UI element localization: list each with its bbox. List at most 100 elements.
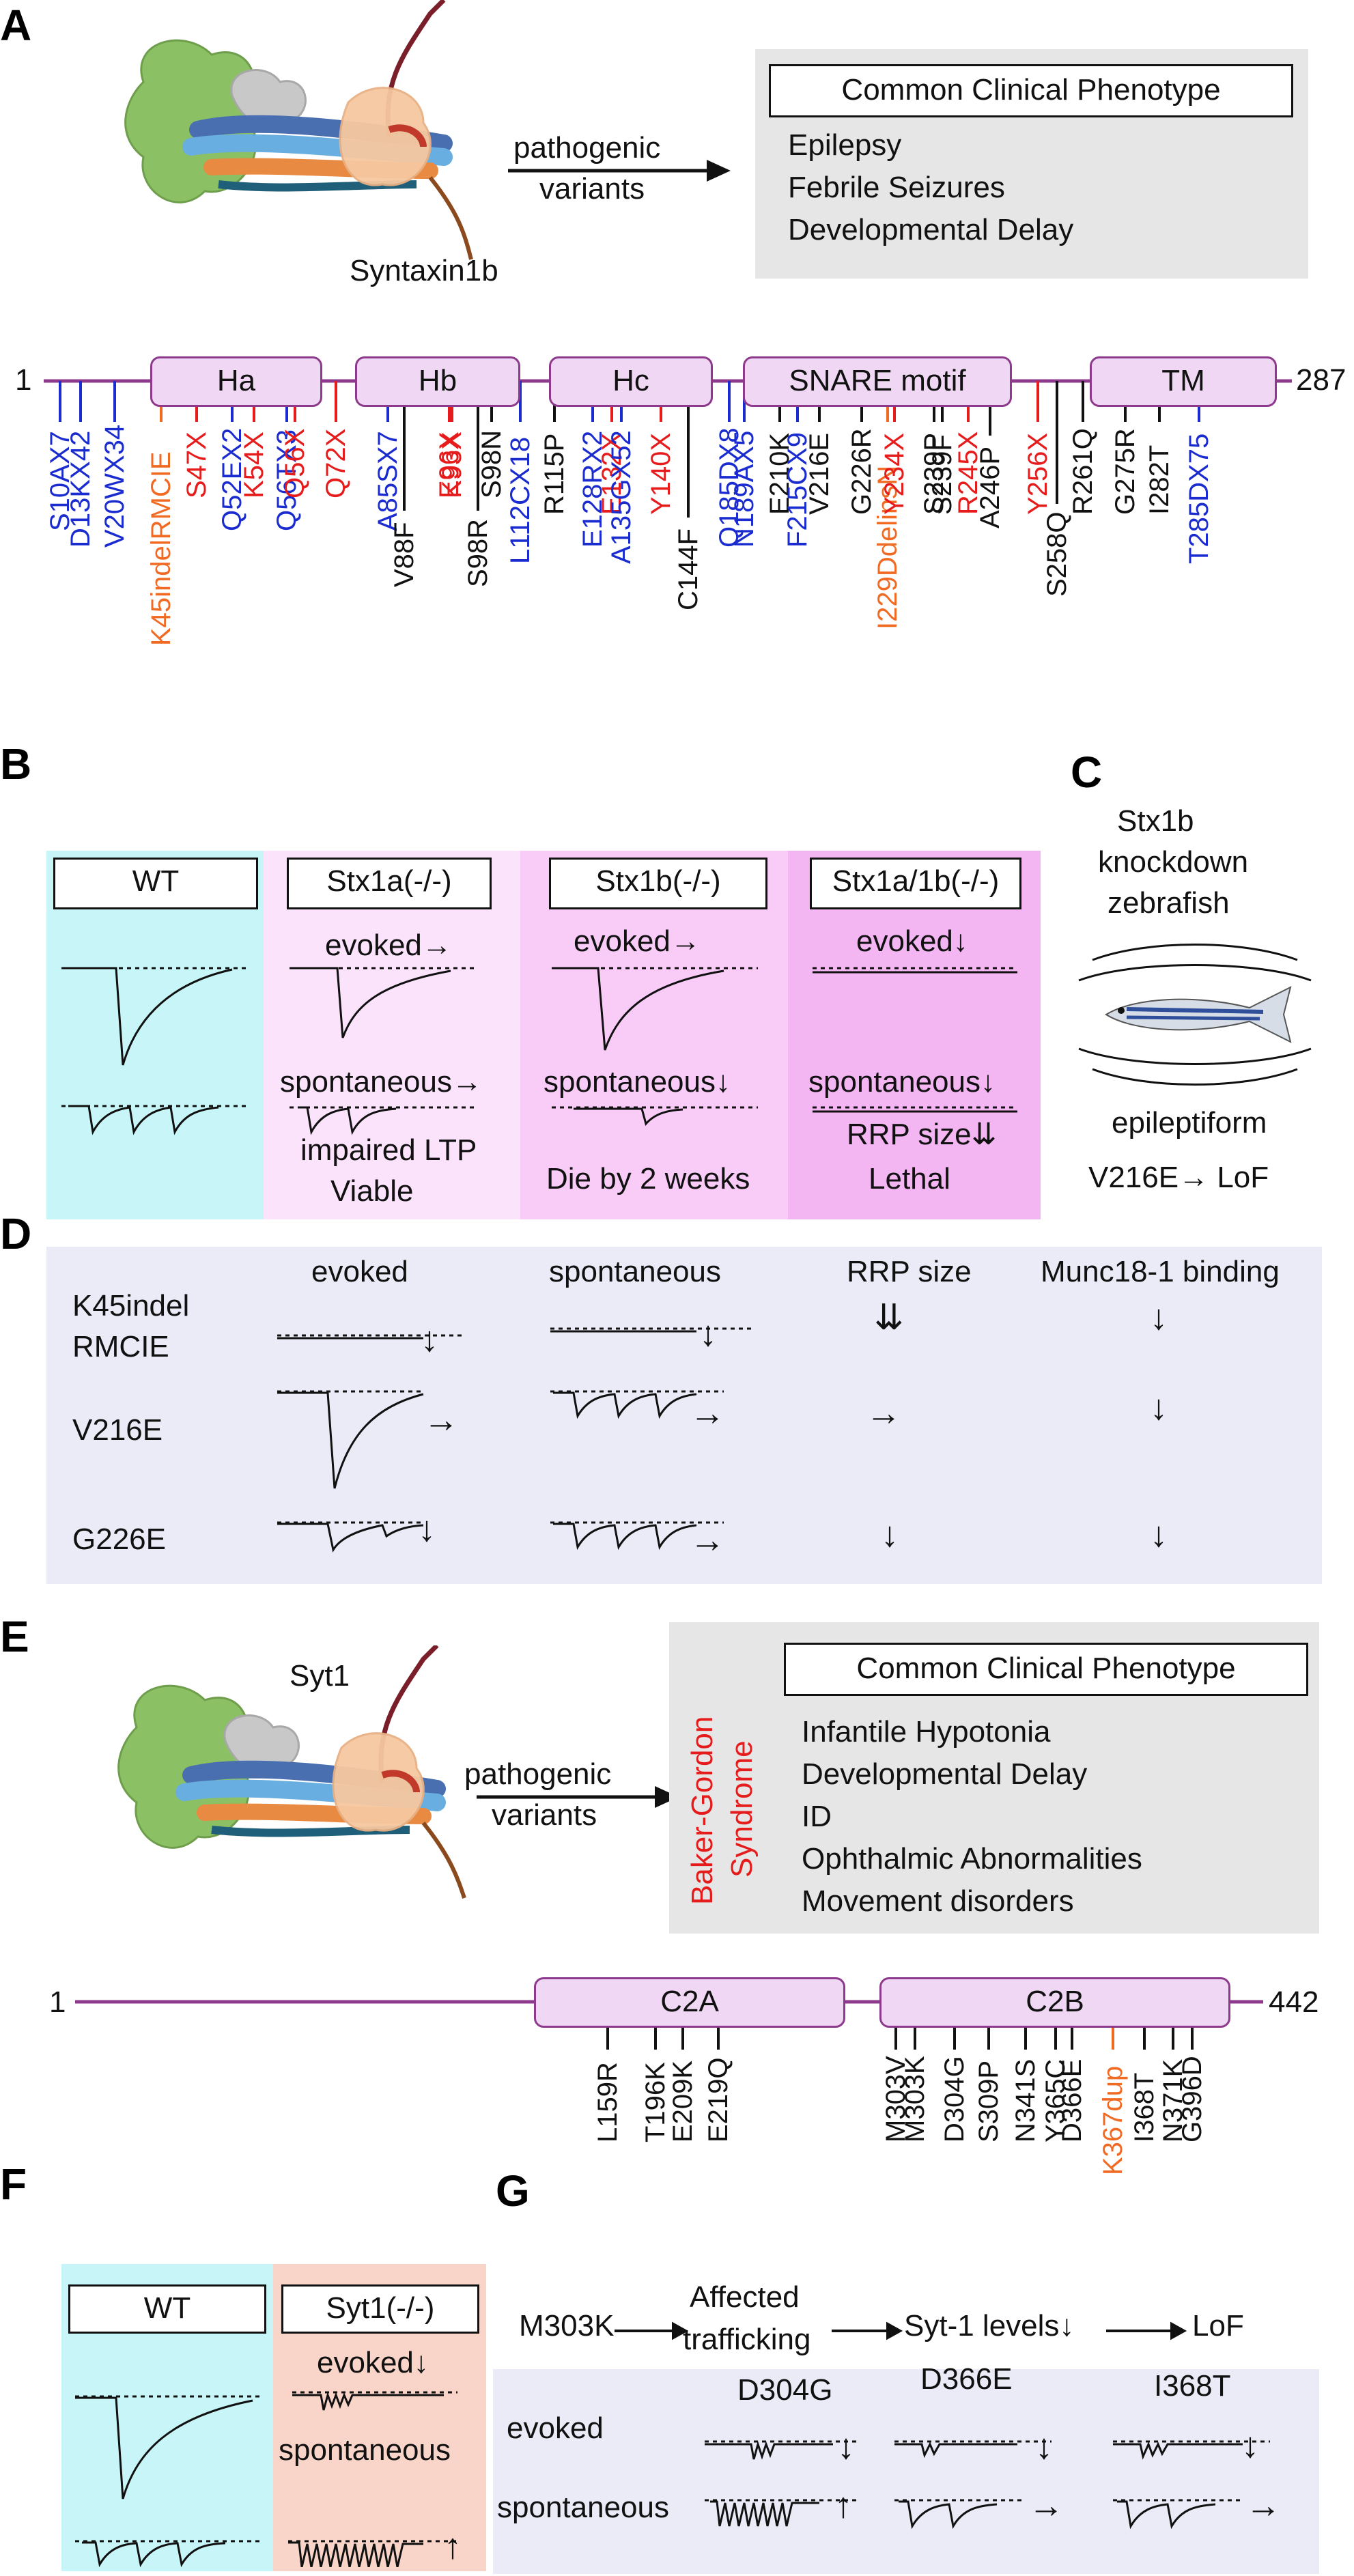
stx1ab-evoked: evoked↓	[856, 924, 968, 958]
variant-label: A135GX52	[606, 430, 636, 564]
e-arrow-label-pathogenic: pathogenic	[464, 1757, 612, 1791]
strain-label-stx1ab: Stx1a/1b(-/-)	[810, 858, 1021, 909]
row-label-k45: K45indel	[72, 1289, 190, 1322]
zebrafish-line1: Stx1b	[1117, 804, 1194, 838]
variant-label: S239F	[927, 434, 957, 515]
variant-label: G226R	[847, 428, 877, 515]
d-v216e-rrp-arrow: →	[866, 1393, 901, 1433]
variant-label: S98N	[477, 429, 507, 498]
zebrafish-line3: zebrafish	[1108, 886, 1230, 920]
header-spontaneous: spontaneous	[549, 1255, 721, 1288]
e-phenotype-title: Common Clinical Phenotype	[784, 1643, 1308, 1696]
variant-label: G396D	[1177, 2056, 1207, 2142]
zebrafish-line4: epileptiform	[1112, 1106, 1267, 1140]
stx1a-note-ltp: impaired LTP	[300, 1133, 477, 1167]
d-k45-spont-arrow: ↓	[699, 1314, 717, 1354]
row-label-v216e: V216E	[72, 1413, 163, 1447]
g-i368t-evoked-arrow: ↓	[1241, 2426, 1259, 2465]
g-d304g-spont-arrow: ↑	[834, 2486, 852, 2525]
variant-label: Q56X	[280, 428, 310, 498]
stx1b-evoked: evoked→	[574, 924, 701, 958]
g-mutant-d304g: D304G	[737, 2373, 833, 2407]
f-ko-evoked: evoked↓	[317, 2346, 429, 2379]
variant-label: R261Q	[1068, 428, 1098, 515]
stx1a-spontaneous: spontaneous→	[280, 1065, 482, 1099]
sequence-end: 287	[1296, 363, 1346, 397]
stx1b-note-die: Die by 2 weeks	[546, 1162, 750, 1195]
variant-label: V88F	[389, 522, 419, 587]
phenotype-item: Febrile Seizures	[788, 171, 1005, 204]
d-k45-munc-arrow: ↓	[1150, 1298, 1168, 1337]
stx1ab-spontaneous: spontaneous↓	[808, 1065, 996, 1099]
strain-label-stx1a: Stx1a(-/-)	[287, 858, 492, 909]
variant-label: A85SX7	[373, 431, 403, 531]
bg-stx1a	[264, 851, 520, 1219]
g-flow-arrows	[615, 2321, 1187, 2340]
f-strain-label-ko: Syt1(-/-)	[281, 2284, 479, 2334]
e-phenotype-item: Infantile Hypotonia	[802, 1715, 1051, 1749]
strain-label-wt: WT	[53, 858, 258, 909]
variant-label: D366E	[1057, 2058, 1087, 2142]
panel-letter-f: F	[0, 2160, 27, 2209]
phenotype-item: Epilepsy	[788, 128, 902, 162]
e-arrow-right-icon	[477, 1786, 679, 1808]
domain-c2a: C2A	[534, 1977, 845, 2028]
syndrome-label-1: Baker-Gordon	[686, 1716, 719, 1905]
variant-label: Y256X	[1023, 432, 1053, 515]
variant-label: L112CX18	[505, 436, 535, 564]
variant-label: Y234X	[879, 432, 909, 515]
protein-label-syntaxin: Syntaxin1b	[350, 254, 498, 287]
e-phenotype-item: Ophthalmic Abnormalities	[802, 1842, 1142, 1876]
stx1a-note-viable: Viable	[330, 1174, 414, 1208]
variant-label: S309P	[974, 2060, 1004, 2142]
variant-label: R115P	[539, 433, 569, 515]
sequence-start: 1	[15, 363, 32, 397]
panel-d-traces	[277, 1327, 751, 1553]
panel-g-bg	[493, 2369, 1319, 2574]
g-d304g-evoked-arrow: ↓	[837, 2427, 855, 2467]
g-flow-syt1-levels: Syt-1 levels↓	[904, 2309, 1075, 2343]
header-rrp: RRP size	[847, 1255, 972, 1288]
domain-hc: Hc	[549, 356, 713, 407]
stx1b-spontaneous: spontaneous↓	[544, 1065, 731, 1099]
zebrafish-icon	[1078, 944, 1312, 1086]
panel-letter-c: C	[1071, 748, 1103, 797]
variant-label: N189AX5	[729, 430, 759, 548]
g-mutant-d366e: D366E	[920, 2362, 1013, 2396]
variant-label: N341S	[1011, 2058, 1041, 2142]
variant-label: S98R	[463, 518, 493, 587]
variant-label: K93X	[437, 431, 467, 498]
d-g226e-munc-arrow: ↓	[1150, 1515, 1168, 1555]
g-flow-affected: Affected	[690, 2280, 800, 2314]
variant-label: D304G	[940, 2056, 970, 2142]
d-g226e-rrp-arrow: ↓	[881, 1515, 899, 1555]
d-g226e-spont-arrow: →	[690, 1520, 725, 1560]
syt1-protein-illustration	[117, 1645, 466, 1899]
domain-ha: Ha	[150, 356, 322, 407]
domain-snare-motif: SNARE motif	[743, 356, 1012, 407]
stx1ab-note-lethal: Lethal	[869, 1162, 950, 1195]
e-phenotype-item: Movement disorders	[802, 1884, 1074, 1918]
stx1a-evoked: evoked→	[325, 929, 452, 962]
panel-b-traces	[61, 967, 1017, 1135]
variant-label: L159R	[593, 2062, 623, 2142]
zebrafish-line5: V216E→ LoF	[1088, 1161, 1269, 1194]
variant-label: E209K	[668, 2060, 698, 2142]
panel-letter-g: G	[496, 2166, 530, 2216]
panel-letter-a: A	[0, 1, 32, 50]
phenotype-item: Developmental Delay	[788, 213, 1074, 246]
stx1ab-note-rrp: RRP size⇊	[847, 1118, 997, 1151]
arrow-label-variants: variants	[539, 172, 645, 206]
variant-label: K45indelRMCIE	[146, 451, 176, 646]
variant-label: E219Q	[703, 2057, 733, 2142]
protein-label-syt1: Syt1	[290, 1659, 350, 1693]
e-phenotype-item: ID	[802, 1800, 832, 1833]
variant-label: G275R	[1110, 428, 1140, 515]
g-row-spontaneous: spontaneous	[497, 2491, 669, 2524]
variant-label: Q72X	[321, 428, 351, 498]
f-ko-spont-arrow: ↑	[444, 2527, 462, 2566]
variant-label: Y140X	[646, 432, 676, 515]
variant-label: I282T	[1144, 444, 1174, 515]
row-label-rmcie: RMCIE	[72, 1330, 169, 1363]
variant-label: C144F	[673, 528, 703, 610]
